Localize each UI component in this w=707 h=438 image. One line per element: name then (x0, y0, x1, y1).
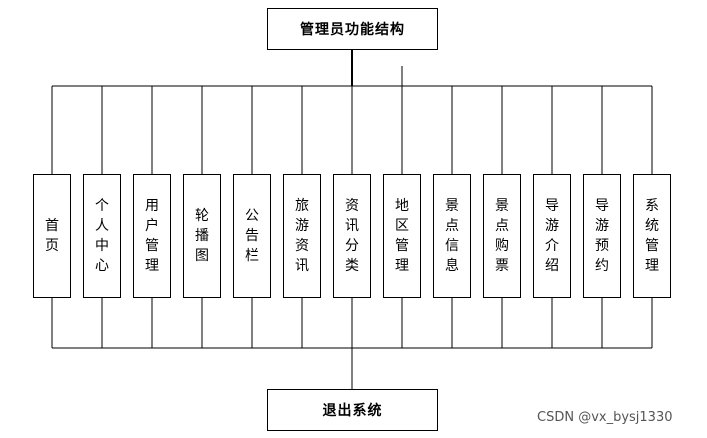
module-box-attraction-tickets: 景点购票 (483, 174, 521, 298)
root-node-box: 管理员功能结构 (267, 8, 438, 50)
module-label: 公告栏 (244, 208, 259, 264)
module-box-bulletin: 公告栏 (233, 174, 271, 298)
module-box-personal-center: 个人中心 (83, 174, 121, 298)
module-box-guide-intro: 导游介绍 (533, 174, 571, 298)
module-label: 导游预约 (594, 198, 609, 274)
module-label: 个人中心 (94, 198, 109, 274)
module-box-user-management: 用户管理 (133, 174, 171, 298)
module-label: 用户管理 (144, 198, 159, 274)
module-label: 景点购票 (494, 198, 509, 274)
module-label: 系统管理 (644, 198, 659, 274)
module-label: 地区管理 (394, 198, 409, 274)
module-label: 旅游资讯 (294, 198, 309, 274)
exit-node-label: 退出系统 (322, 403, 383, 419)
module-box-attraction-info: 景点信息 (433, 174, 471, 298)
module-box-carousel: 轮播图 (183, 174, 221, 298)
module-box-system-management: 系统管理 (633, 174, 671, 298)
module-box-home: 首页 (33, 174, 71, 298)
module-box-travel-news: 旅游资讯 (283, 174, 321, 298)
exit-node-box: 退出系统 (267, 389, 438, 431)
module-label: 首页 (44, 218, 59, 254)
module-label: 轮播图 (194, 208, 209, 264)
module-label: 导游介绍 (544, 198, 559, 274)
module-box-region-management: 地区管理 (383, 174, 421, 298)
module-label: 景点信息 (444, 198, 459, 274)
csdn-watermark: CSDN @vx_bysj1330 (537, 410, 673, 425)
module-box-news-category: 资讯分类 (333, 174, 371, 298)
module-box-guide-booking: 导游预约 (583, 174, 621, 298)
module-label: 资讯分类 (344, 198, 359, 274)
root-node-label: 管理员功能结构 (300, 22, 405, 38)
